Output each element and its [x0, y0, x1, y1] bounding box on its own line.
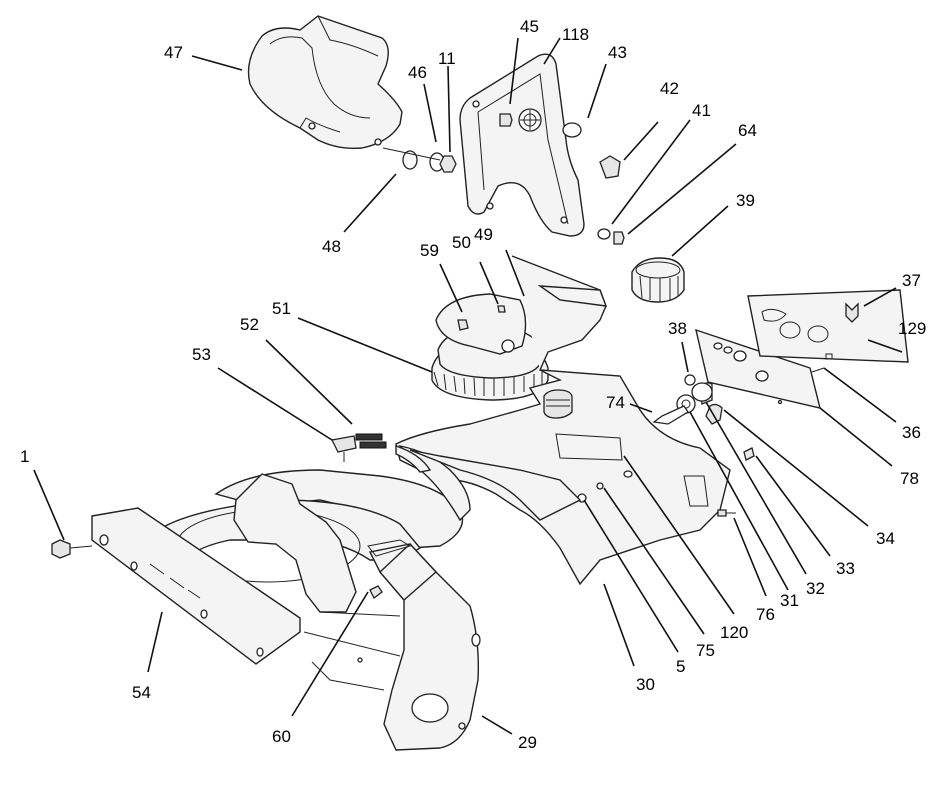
callout-47: 47 — [164, 43, 183, 62]
callout-118: 118 — [562, 25, 589, 44]
callout-53: 53 — [192, 345, 211, 364]
callout-34: 34 — [876, 529, 895, 548]
callout-41: 41 — [692, 101, 711, 120]
ignition-parts — [652, 374, 755, 517]
chute-bracket — [459, 53, 585, 237]
chute-deflector — [247, 15, 403, 150]
callout-52: 52 — [240, 315, 259, 334]
callout-59: 59 — [420, 241, 439, 260]
callout-51: 51 — [272, 299, 291, 318]
callout-11: 11 — [438, 49, 456, 68]
callout-5: 5 — [676, 657, 685, 676]
callout-54: 54 — [132, 683, 151, 702]
callout-33: 33 — [836, 559, 855, 578]
callout-46: 46 — [408, 63, 427, 82]
callout-49: 49 — [474, 225, 493, 244]
callout-36: 36 — [902, 423, 921, 442]
callout-37: 37 — [902, 271, 921, 290]
chute-ring — [431, 293, 549, 401]
callout-30: 30 — [636, 675, 655, 694]
callout-45: 45 — [520, 17, 539, 36]
callout-39: 39 — [736, 191, 755, 210]
callout-29: 29 — [518, 733, 537, 752]
callout-43: 43 — [608, 43, 627, 62]
fuel-cap — [631, 257, 685, 303]
callout-120: 120 — [720, 623, 748, 642]
chute-gear — [518, 108, 542, 132]
callout-32: 32 — [806, 579, 825, 598]
callout-76: 76 — [756, 605, 775, 624]
rear-housing — [395, 255, 731, 586]
side-plate — [303, 539, 481, 751]
callout-75: 75 — [696, 641, 715, 660]
callout-42: 42 — [660, 79, 679, 98]
callout-78: 78 — [900, 469, 919, 488]
callout-60: 60 — [272, 727, 291, 746]
callout-31: 31 — [780, 591, 799, 610]
callout-labels: 47 46 11 45 118 43 42 41 64 48 39 59 50 … — [20, 17, 926, 752]
auger-housing — [51, 444, 582, 665]
callout-64: 64 — [738, 121, 757, 140]
chute-knob — [597, 155, 625, 245]
callout-38: 38 — [668, 319, 687, 338]
callout-74: 74 — [606, 393, 625, 412]
callout-1: 1 — [20, 447, 29, 466]
callout-129: 129 — [898, 319, 926, 338]
callout-50: 50 — [452, 233, 471, 252]
callout-48: 48 — [322, 237, 341, 256]
console-panel — [695, 289, 909, 409]
deflector-hardware — [382, 147, 457, 173]
leader-lines — [33, 37, 903, 735]
auger-bracket — [331, 433, 432, 473]
